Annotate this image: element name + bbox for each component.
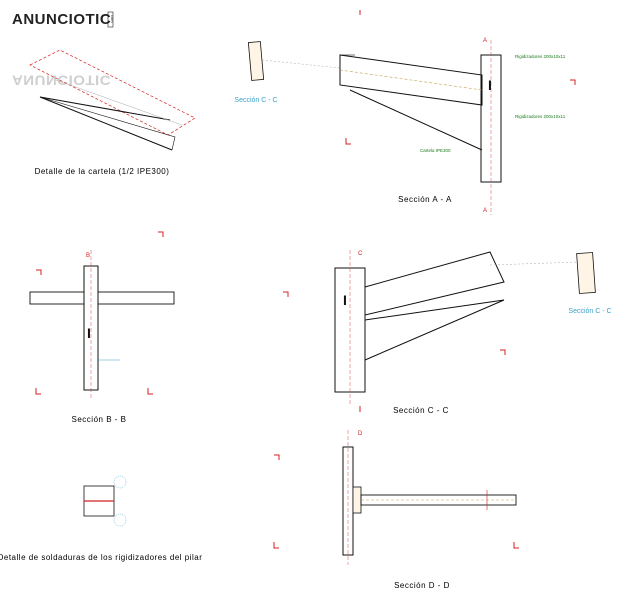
section-cc: I Sección C - C Sección C - C C <box>283 250 612 415</box>
gusset-cc-lower <box>364 299 505 361</box>
gusset-edge-upper <box>39 96 171 121</box>
endplate-dd <box>352 486 362 514</box>
marker-corner-bb-1 <box>36 269 42 275</box>
gusset-edge-lower <box>39 96 173 151</box>
gusset-cc-upper <box>364 299 505 321</box>
ibeam-icon-bb: I <box>87 325 91 341</box>
note-rigidizadores-aa: Rigidizadores 200x10x11 <box>515 54 566 59</box>
brand-logo: ANUNCIOTIC ANUNCIOTIC com <box>12 11 115 87</box>
title-seccion-bb: Sección B - B <box>72 415 127 424</box>
brand-badge <box>107 11 114 28</box>
marker-corner-cc-1 <box>283 291 289 297</box>
title-seccion-cc-right: Sección C - C <box>568 308 611 315</box>
marker-a-top: A <box>483 38 487 44</box>
marker-corner-bb-4 <box>147 388 153 395</box>
title-detalle-cartela: Detalle de la cartela (1/2 IPE300) <box>35 167 170 176</box>
beam-axis-aa <box>339 69 483 91</box>
marker-corner-aa-2 <box>570 79 576 85</box>
ibeam-icon: I <box>488 77 492 93</box>
marker-a-bottom: A <box>483 208 487 214</box>
section-bb: I Sección B - B B <box>29 231 175 424</box>
marker-b-top: B <box>86 253 90 259</box>
marker-corner-bb-3 <box>158 231 164 237</box>
endplate-cc-top <box>247 41 265 81</box>
marker-corner-cc-3 <box>500 349 506 355</box>
detail-welds: Detalle de soldaduras de los rigidizador… <box>0 475 202 562</box>
marker-corner-aa-1 <box>345 138 351 145</box>
marker-d-top: D <box>358 431 363 437</box>
title-seccion-aa: Sección A - A <box>398 195 452 204</box>
marker-corner-dd-2 <box>273 542 279 549</box>
beam-right-bb <box>97 291 175 305</box>
note-rigidizadores-aa-2: Rigidizadores 200x10x11 <box>515 114 566 119</box>
beam-left-bb <box>29 291 85 305</box>
detail-gusset: Detalle de la cartela (1/2 IPE300) <box>29 49 196 176</box>
section-aa: I Sección C - C Sección A - A Rigidizado… <box>234 10 576 215</box>
title-seccion-cc-top: Sección C - C <box>234 97 277 104</box>
marker-corner-bb-2 <box>35 388 41 395</box>
projection-line-top <box>261 59 341 69</box>
weld-callout-2 <box>113 513 127 527</box>
title-seccion-cc-mid: Sección C - C <box>393 406 449 415</box>
marker-corner-dd-1 <box>274 454 280 460</box>
gusset-aa <box>349 89 483 151</box>
gusset-flange <box>39 96 176 151</box>
weld-callout-1 <box>113 475 127 489</box>
projection-line-cc <box>489 261 581 266</box>
brand-name-reflection: ANUNCIOTIC <box>12 72 111 87</box>
beam-aa <box>339 54 483 106</box>
note-cartela-aa: Cartela IPE300 <box>420 148 451 153</box>
section-dd: Sección D - D D <box>273 430 519 590</box>
marker-c-top: C <box>358 251 363 257</box>
ibeam-icon-cc: I <box>343 292 347 308</box>
title-seccion-dd: Sección D - D <box>394 581 450 590</box>
brand-side-text: com <box>110 15 115 23</box>
gusset-guide <box>55 79 183 126</box>
gusset-outline-dashed <box>29 49 196 136</box>
marker-corner-dd-3 <box>513 542 519 549</box>
beam-cc <box>364 251 505 316</box>
brand-name: ANUNCIOTIC <box>12 11 111 28</box>
title-detalle-soldaduras: Detalle de soldaduras de los rigidizador… <box>0 553 202 562</box>
endplate-cc-right <box>576 252 596 294</box>
